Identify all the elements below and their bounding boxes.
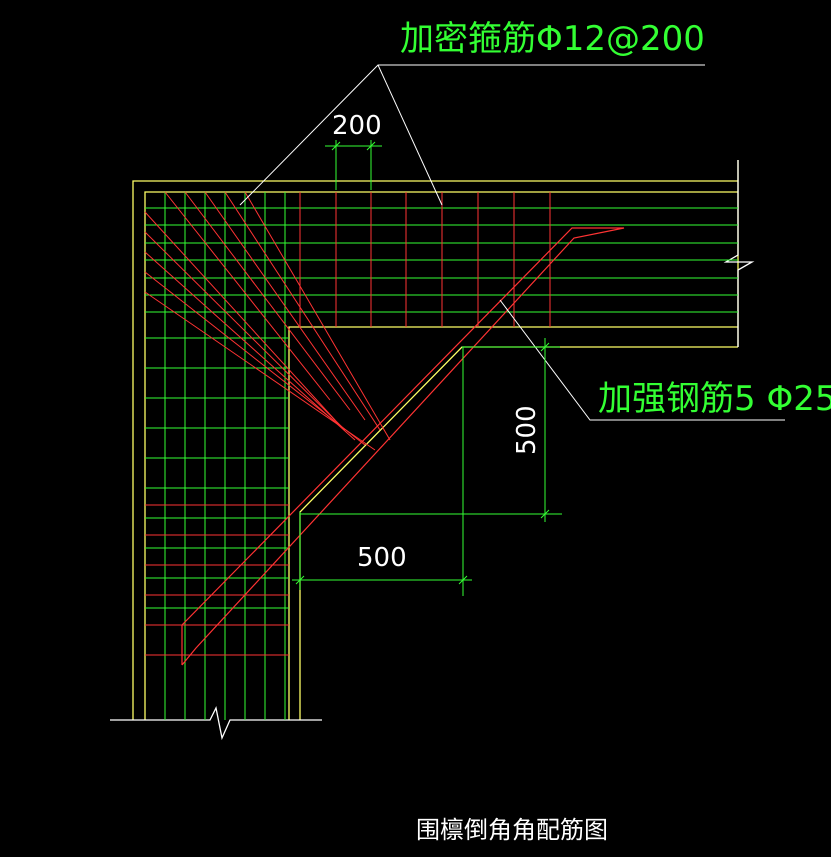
fan-stirrup xyxy=(144,231,346,431)
strengthening-leader xyxy=(499,299,785,421)
chamfer-vertical-label: 500 xyxy=(512,405,542,455)
break-symbol-bottom xyxy=(110,706,322,741)
hoop-bars-label: 加密箍筋Φ12@200 xyxy=(400,19,705,59)
dim-200-tick-l xyxy=(331,141,341,151)
hoop-leader-2 xyxy=(377,64,443,206)
stirrups xyxy=(144,191,551,656)
dim-500h-tick-l xyxy=(295,575,305,585)
leader-lines xyxy=(239,64,785,421)
outer-outline xyxy=(132,180,738,720)
dim-500v-tick-t xyxy=(540,342,550,352)
fan-stirrup xyxy=(184,191,351,411)
break-symbols xyxy=(110,160,755,741)
longitudinal-bars xyxy=(145,192,738,720)
fan-stirrup xyxy=(144,291,376,451)
fan-stirrup xyxy=(144,251,356,441)
chamfer-horizontal-label: 500 xyxy=(357,543,407,573)
outer-outline-inner xyxy=(144,191,738,720)
fan-stirrup xyxy=(224,191,381,431)
dim-200-tick-r xyxy=(366,141,376,151)
fan-stirrup xyxy=(164,191,331,401)
inner-chamfer-outline-2 xyxy=(299,346,738,720)
strengthening-bar-shape xyxy=(181,227,625,666)
dimension-lines xyxy=(292,140,562,596)
break-symbol-right xyxy=(723,160,755,347)
stirrup-spacing-label: 200 xyxy=(332,111,382,141)
dim-500v-tick-b xyxy=(540,509,550,519)
strengthening-bars-label: 加强钢筋5 Φ25 xyxy=(598,379,831,419)
fan-stirrup xyxy=(144,271,366,446)
strengthening-bar xyxy=(181,227,625,666)
drawing-title: 围檩倒角角配筋图 xyxy=(416,816,608,844)
fan-stirrup xyxy=(144,211,336,421)
fan-stirrup xyxy=(204,191,366,421)
fan-stirrup xyxy=(244,191,391,441)
hoop-leader xyxy=(239,64,705,206)
dim-500h-tick-r xyxy=(458,575,468,585)
